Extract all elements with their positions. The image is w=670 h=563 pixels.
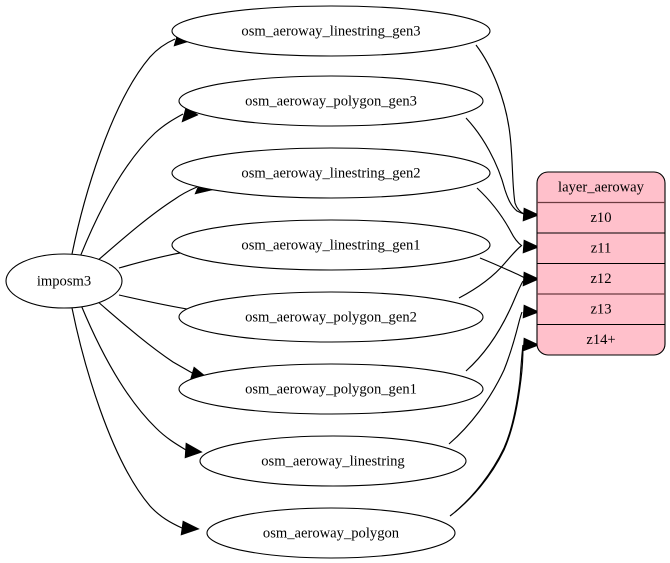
- edge-polygon-gen2-to-z11: [458, 245, 522, 299]
- node-osm-aeroway-polygon-gen1[interactable]: osm_aeroway_polygon_gen1: [178, 363, 484, 415]
- node-label: osm_aeroway_linestring: [261, 453, 405, 469]
- edge-linestring-gen2-to-z11: [476, 187, 523, 247]
- edge-linestring-gen3-to-z10: [475, 44, 525, 215]
- node-shape[interactable]: [171, 5, 491, 57]
- node-imposm3[interactable]: imposm3: [5, 253, 123, 309]
- edge-imposm3-to-polygon: [71, 307, 200, 536]
- node-osm-aeroway-linestring-gen1[interactable]: osm_aeroway_linestring_gen1: [171, 219, 491, 271]
- edge-imposm3-to-linestring-gen3: [71, 31, 191, 255]
- arrow-z10: [522, 207, 540, 222]
- edges-to-table: [448, 44, 540, 517]
- table-row-header-label: layer_aeroway: [558, 179, 645, 195]
- table-row-z10-label: z10: [590, 210, 611, 226]
- node-label: osm_aeroway_linestring_gen3: [241, 23, 420, 39]
- node-shape[interactable]: [178, 363, 484, 415]
- edge-polygon-to-z14-alt: [454, 344, 524, 513]
- node-shape[interactable]: [171, 147, 491, 199]
- node-label: osm_aeroway_polygon: [263, 525, 400, 541]
- edge-linestring-gen1-to-z12: [479, 257, 526, 279]
- edge-imposm3-to-linestring: [80, 304, 203, 459]
- node-osm-aeroway-polygon-gen3[interactable]: osm_aeroway_polygon_gen3: [178, 75, 484, 127]
- node-layer-aeroway-table[interactable]: layer_aeroway z10 z11 z12 z13 z14+: [536, 171, 666, 356]
- arrow-z14: [522, 337, 540, 352]
- node-osm-aeroway-linestring[interactable]: osm_aeroway_linestring: [199, 435, 467, 487]
- arrow-z11: [522, 239, 540, 254]
- table-row-z12-label: z12: [590, 271, 611, 287]
- table-row-z11-label: z11: [591, 240, 612, 256]
- edge-polygon-gen1-to-z12: [465, 280, 524, 372]
- node-label: osm_aeroway_polygon_gen2: [245, 309, 417, 325]
- node-shape[interactable]: [199, 435, 467, 487]
- arrow-z12: [522, 271, 540, 287]
- edge-imposm3-to-polygon-gen3: [79, 106, 199, 258]
- node-shape[interactable]: [171, 219, 491, 271]
- node-imposm3-label: imposm3: [37, 273, 91, 289]
- edge-polygon-gen3-to-z10: [465, 117, 525, 215]
- node-imposm3-shape[interactable]: [5, 253, 123, 309]
- node-shape[interactable]: [206, 507, 456, 559]
- edge-polygon-to-z14: [449, 344, 524, 517]
- node-label: osm_aeroway_polygon_gen3: [245, 93, 417, 109]
- arrow-z13: [522, 304, 540, 319]
- edge-linestring-to-z13: [448, 311, 523, 445]
- node-shape[interactable]: [178, 75, 484, 127]
- table-row-z14-label: z14+: [586, 332, 615, 348]
- node-osm-aeroway-polygon-gen2[interactable]: osm_aeroway_polygon_gen2: [178, 291, 484, 343]
- node-osm-aeroway-polygon[interactable]: osm_aeroway_polygon: [206, 507, 456, 559]
- node-osm-aeroway-linestring-gen3[interactable]: osm_aeroway_linestring_gen3: [171, 5, 491, 57]
- node-label: osm_aeroway_linestring_gen1: [241, 237, 420, 253]
- node-label: osm_aeroway_linestring_gen2: [241, 165, 420, 181]
- node-osm-aeroway-linestring-gen2[interactable]: osm_aeroway_linestring_gen2: [171, 147, 491, 199]
- node-label: osm_aeroway_polygon_gen1: [245, 381, 417, 397]
- table-row-z13-label: z13: [590, 301, 611, 317]
- node-shape[interactable]: [178, 291, 484, 343]
